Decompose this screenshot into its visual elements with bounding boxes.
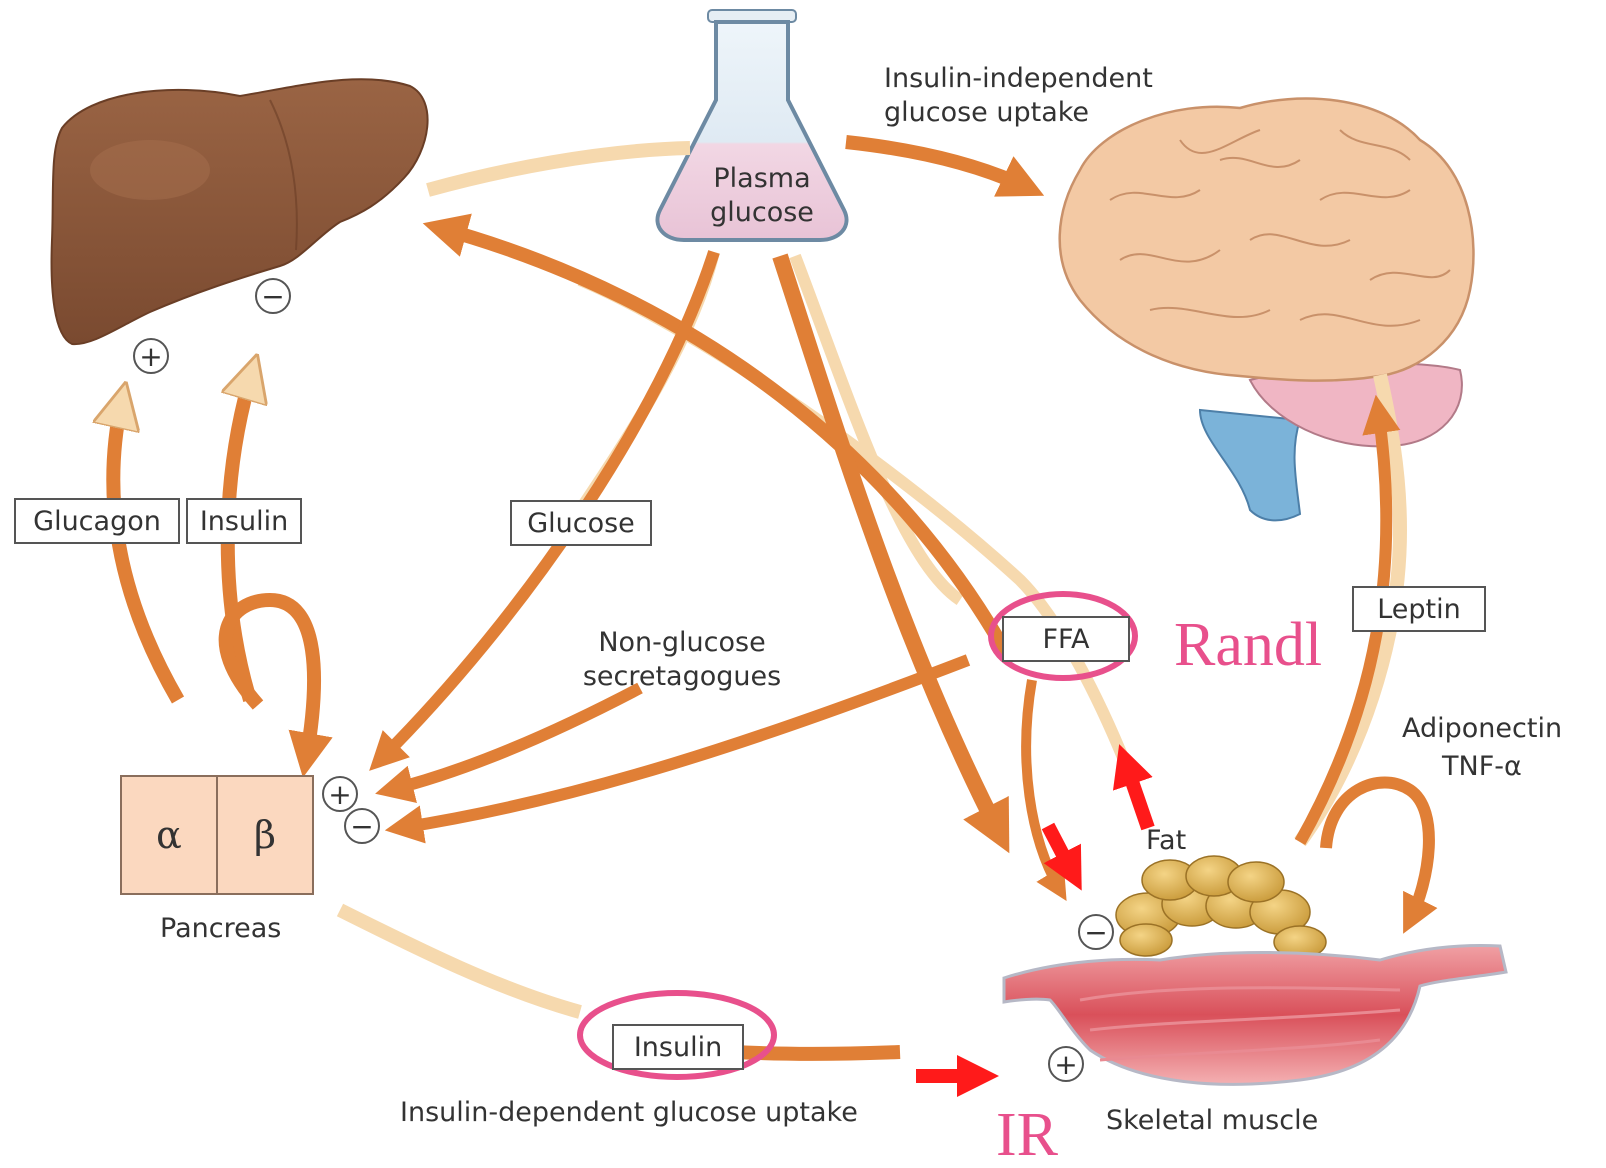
non-glucose-line1: Non-glucose (572, 626, 792, 660)
ffa-box: FFA (1002, 616, 1130, 662)
fat-illustration (1116, 856, 1326, 958)
ir-annotation: IR (996, 1102, 1058, 1168)
pancreas-minus-sign: − (344, 808, 380, 844)
brain-illustration (1060, 99, 1474, 521)
pancreas-beta-cell: β (216, 775, 314, 895)
liver-minus-sign: − (255, 278, 291, 314)
muscle-minus-sign: − (1078, 914, 1114, 950)
insulin-independent-text: Insulin-independent glucose uptake (884, 62, 1153, 130)
glucagon-box: Glucagon (14, 498, 180, 544)
fat-label: Fat (1146, 824, 1186, 858)
pancreas-plus-sign: + (322, 776, 358, 812)
insulin-left-box: Insulin (186, 498, 302, 544)
liver-plus-sign: + (133, 338, 169, 374)
plasma-label-line2: glucose (692, 196, 832, 230)
non-glucose-secretagogues-text: Non-glucose secretagogues (572, 626, 792, 694)
skeletal-muscle-label: Skeletal muscle (1106, 1104, 1318, 1138)
non-glucose-line2: secretagogues (572, 660, 792, 694)
muscle-plus-sign: + (1048, 1046, 1084, 1082)
insulin-independent-line1: Insulin-independent (884, 62, 1153, 96)
pancreas-label: Pancreas (160, 912, 281, 946)
adiponectin-label: Adiponectin (1402, 712, 1562, 746)
pancreas-alpha-cell: α (120, 775, 218, 895)
leptin-box: Leptin (1352, 586, 1486, 632)
insulin-dependent-label: Insulin-dependent glucose uptake (400, 1096, 858, 1130)
glucose-box: Glucose (510, 500, 652, 546)
randl-annotation: Randl (1174, 612, 1322, 678)
tnf-alpha-label: TNF-α (1442, 750, 1522, 784)
insulin-bottom-box: Insulin (612, 1024, 744, 1070)
insulin-independent-line2: glucose uptake (884, 96, 1153, 130)
plasma-glucose-label: Plasma glucose (692, 162, 832, 230)
liver-illustration (52, 79, 428, 344)
plasma-label-line1: Plasma (692, 162, 832, 196)
